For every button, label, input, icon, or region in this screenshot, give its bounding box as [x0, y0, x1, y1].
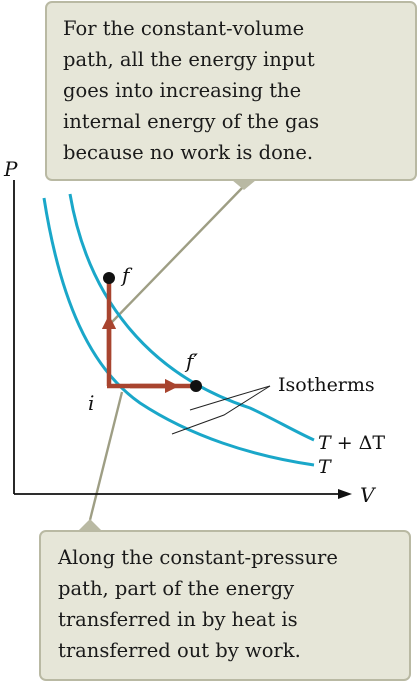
x-axis-label: V — [360, 483, 377, 507]
isotherms-leader-lower — [171, 385, 271, 435]
isotherms-leader-upper — [189, 385, 271, 411]
point-i-label: i — [88, 391, 94, 415]
top-callout-line-1: For the constant-volume — [63, 17, 304, 40]
isotherm-lower-label: T — [318, 456, 332, 478]
bottom-callout-leader — [88, 391, 124, 521]
y-axis-label: P — [3, 157, 18, 181]
bottom-callout: Along the constant-pressure path, part o… — [39, 519, 411, 681]
isotherm-upper — [68, 193, 315, 442]
isotherm-upper-label-rest: + ΔT — [331, 432, 386, 454]
isotherms-label: Isotherms — [278, 374, 375, 396]
bottom-callout-line-2: path, part of the energy — [58, 577, 294, 600]
x-axis-arrowhead — [338, 489, 352, 499]
top-callout-box — [45, 1, 417, 181]
top-callout-line-2: path, all the energy input — [63, 48, 315, 71]
isotherm-lower-label-var: T — [318, 456, 332, 478]
point-f-prime — [190, 380, 202, 392]
bottom-callout-line-4: transferred out by work. — [58, 639, 301, 662]
bottom-callout-line-1: Along the constant-pressure — [57, 546, 338, 569]
isotherm-lower — [42, 197, 315, 467]
top-callout-line-4: internal energy of the gas — [63, 110, 319, 133]
point-f — [103, 272, 115, 284]
point-f-prime-label: f′ — [184, 349, 198, 373]
top-callout-pointer — [232, 180, 256, 190]
isotherm-upper-label-var: T — [318, 432, 332, 454]
bottom-callout-pointer — [78, 519, 102, 531]
bottom-callout-line-3: transferred in by heat is — [58, 608, 298, 631]
bottom-callout-box — [39, 530, 411, 681]
isotherm-upper-label: T + ΔT — [318, 432, 385, 454]
top-callout-leader — [111, 185, 245, 323]
top-callout: For the constant-volume path, all the en… — [45, 1, 417, 190]
point-f-label: f — [120, 263, 133, 287]
top-callout-line-5: because no work is done. — [63, 141, 313, 164]
top-callout-line-3: goes into increasing the — [63, 79, 301, 102]
